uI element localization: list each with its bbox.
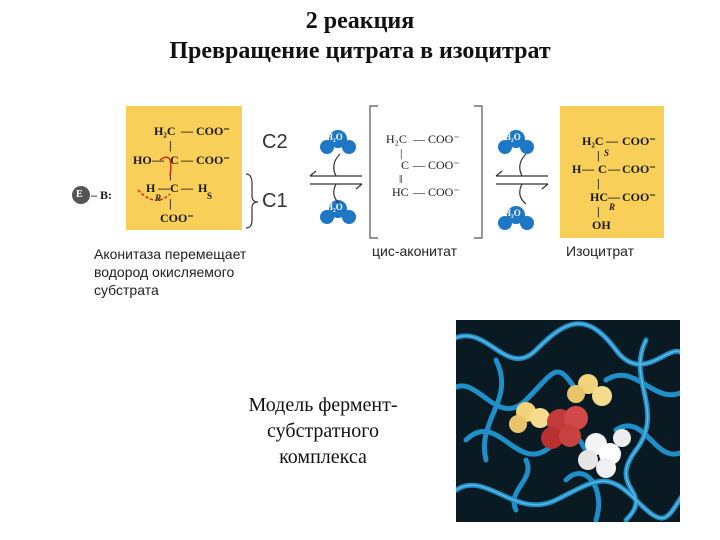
iso-vbond-3: | — [597, 204, 600, 218]
hydroxyl-arrow — [159, 156, 172, 177]
reaction-title: Превращение цитрата в изоцитрат — [169, 38, 551, 64]
caption-line-1: Аконитаза перемещает — [94, 246, 247, 262]
iso-bond-3: — — [608, 162, 620, 176]
water-label: H₂O — [326, 132, 343, 142]
iso-h: H — [572, 162, 582, 176]
enzyme-substrate-complex-image — [448, 320, 689, 523]
citrate-bond-3: — — [181, 153, 193, 167]
iso-r-label: R — [609, 202, 616, 212]
water-molecule-top-right: H₂O — [498, 128, 534, 158]
iso-bond-4: — — [608, 190, 620, 204]
cis-double-bond: ‖ — [399, 172, 403, 186]
citrate-s-label: S — [207, 191, 213, 201]
enzyme-substrate-model-label: Модель фермент- субстратного комплекса — [220, 392, 426, 470]
iso-c: C — [598, 162, 607, 176]
water-label: H₂O — [504, 132, 521, 142]
caption-line-3: субстрата — [94, 282, 159, 298]
citrate-vbond-1: | — [169, 138, 172, 152]
isocitrate-label: Изоцитрат — [566, 243, 635, 259]
citrate-c1: C — [170, 181, 179, 195]
iso-coo-2: COO⁻ — [622, 162, 656, 176]
enzyme-e-label: E — [76, 189, 83, 200]
citrate-bond-1: — — [181, 124, 193, 138]
citrate-coo-1: COO⁻ — [196, 124, 230, 138]
enzyme-bond: – — [91, 188, 97, 202]
enzyme-base-label: B: — [100, 188, 112, 202]
reaction-number-title: 2 реакция — [305, 8, 415, 34]
model-label-line-3: комплекса — [279, 446, 367, 468]
reaction-arrows — [309, 153, 549, 205]
cis-hc: HC — [392, 185, 409, 199]
citrate-r-label: R — [155, 193, 162, 203]
iso-coo-3: COO⁻ — [622, 190, 656, 204]
citrate-annotations — [137, 156, 259, 229]
water-label: H₂O — [326, 202, 343, 212]
water-molecule-bottom-left: H₂O — [320, 198, 356, 228]
label-c1: C1 — [262, 190, 288, 212]
model-label-line-1: Модель фермент- — [248, 394, 398, 416]
citrate-h-s: H — [198, 181, 208, 195]
cis-bond-2: — — [413, 158, 425, 172]
equilibrium-arrow-right — [495, 153, 549, 205]
citrate-h-r: H — [146, 181, 156, 195]
caption-line-2: водород окисляемого — [94, 264, 235, 280]
iso-bond-1: — — [606, 134, 618, 148]
label-c2: C2 — [262, 131, 288, 153]
equilibrium-arrow-left — [309, 153, 363, 205]
cis-coo-1: COO⁻ — [428, 132, 460, 146]
iso-h2c: H₂C — [582, 134, 604, 148]
substrate-atoms — [509, 374, 631, 478]
cis-h2c: H₂C — [386, 132, 407, 146]
cis-aconitate-bracket — [369, 105, 483, 239]
aconitase-caption: Аконитаза перемещает водород окисляемого… — [94, 245, 246, 299]
enzyme-circle — [72, 186, 90, 204]
water-molecule-top-left: H₂O — [320, 128, 356, 158]
cis-aconitate-label: цис-аконитат — [372, 243, 458, 259]
cis-bond-1: — — [413, 132, 425, 146]
citrate-coo-2: COO⁻ — [196, 153, 230, 167]
cis-bond-3: — — [413, 185, 425, 199]
cis-c: C — [401, 158, 410, 172]
citrate-bond-2: — — [152, 153, 164, 167]
cis-coo-2: COO⁻ — [428, 158, 460, 172]
water-molecule-bottom-right: H₂O — [498, 204, 534, 234]
proton-transfer-arrow — [137, 189, 171, 201]
citrate-panel — [126, 106, 242, 230]
citrate-c2: C — [170, 153, 179, 167]
citrate-vbond-3: | — [169, 196, 172, 210]
iso-coo-1: COO⁻ — [622, 134, 656, 148]
cis-vbond-1: | — [400, 146, 403, 160]
iso-hc: HC — [590, 190, 608, 204]
iso-s-label: S — [604, 148, 610, 158]
citrate-bond-4: — — [158, 181, 170, 195]
citrate-ho: HO — [133, 153, 152, 167]
iso-vbond-1: | — [597, 148, 600, 162]
iso-oh: OH — [592, 218, 611, 232]
c1-bracket — [245, 173, 259, 229]
iso-bond-2: — — [582, 162, 594, 176]
water-label: H₂O — [504, 208, 521, 218]
citrate-h2c: H₂C — [154, 124, 176, 138]
iso-vbond-2: | — [597, 176, 600, 190]
model-label-line-2: субстратного — [267, 420, 379, 442]
isocitrate-panel — [560, 106, 664, 238]
cis-coo-3: COO⁻ — [428, 185, 460, 199]
citrate-bond-5: — — [181, 181, 193, 195]
protein-ribbon-render — [448, 321, 689, 523]
citrate-coo-3: COO⁻ — [160, 211, 194, 225]
